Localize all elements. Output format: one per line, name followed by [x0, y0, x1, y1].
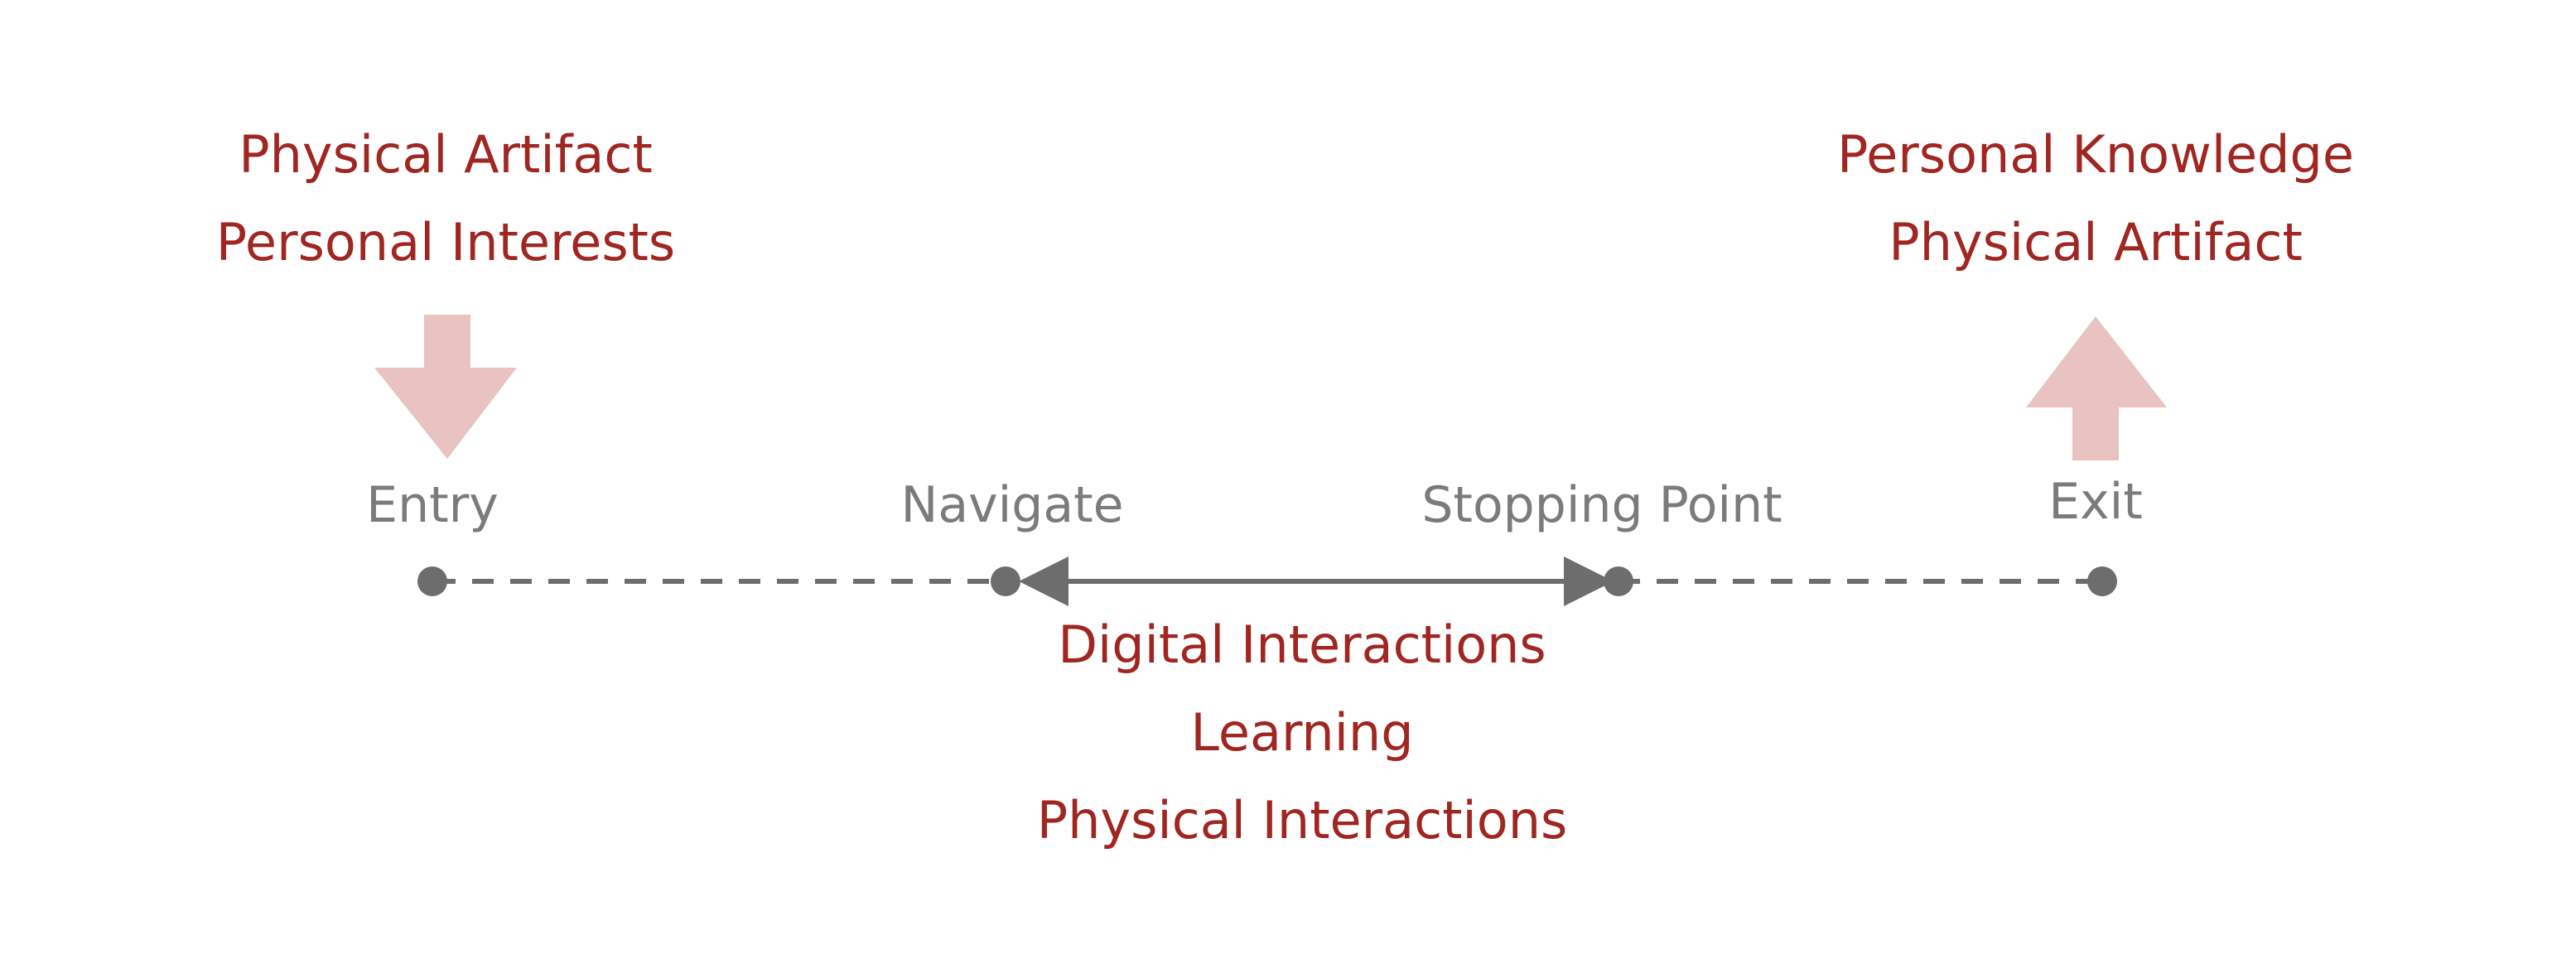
entry-input-1: Physical Artifact: [239, 124, 653, 185]
entry-input-2: Personal Interests: [215, 212, 676, 272]
stage-label-stopping-point: Stopping Point: [1421, 476, 1782, 534]
activity-label-2: Learning: [1190, 702, 1414, 763]
activity-label-3: Physical Interactions: [1036, 790, 1568, 850]
node-stopping-point: [1604, 566, 1633, 596]
up-arrow-icon: [2026, 316, 2167, 460]
exit-output-1: Personal Knowledge: [1836, 124, 2355, 185]
stage-label-entry: Entry: [366, 476, 499, 534]
activity-label-1: Digital Interactions: [1058, 614, 1546, 675]
node-navigate: [991, 566, 1020, 596]
node-exit: [2087, 566, 2117, 596]
stage-label-exit: Exit: [2048, 473, 2143, 531]
exit-output-2: Physical Artifact: [1889, 212, 2303, 272]
down-arrow-icon: [374, 315, 517, 459]
node-entry: [417, 566, 447, 596]
stage-label-navigate: Navigate: [900, 476, 1124, 534]
